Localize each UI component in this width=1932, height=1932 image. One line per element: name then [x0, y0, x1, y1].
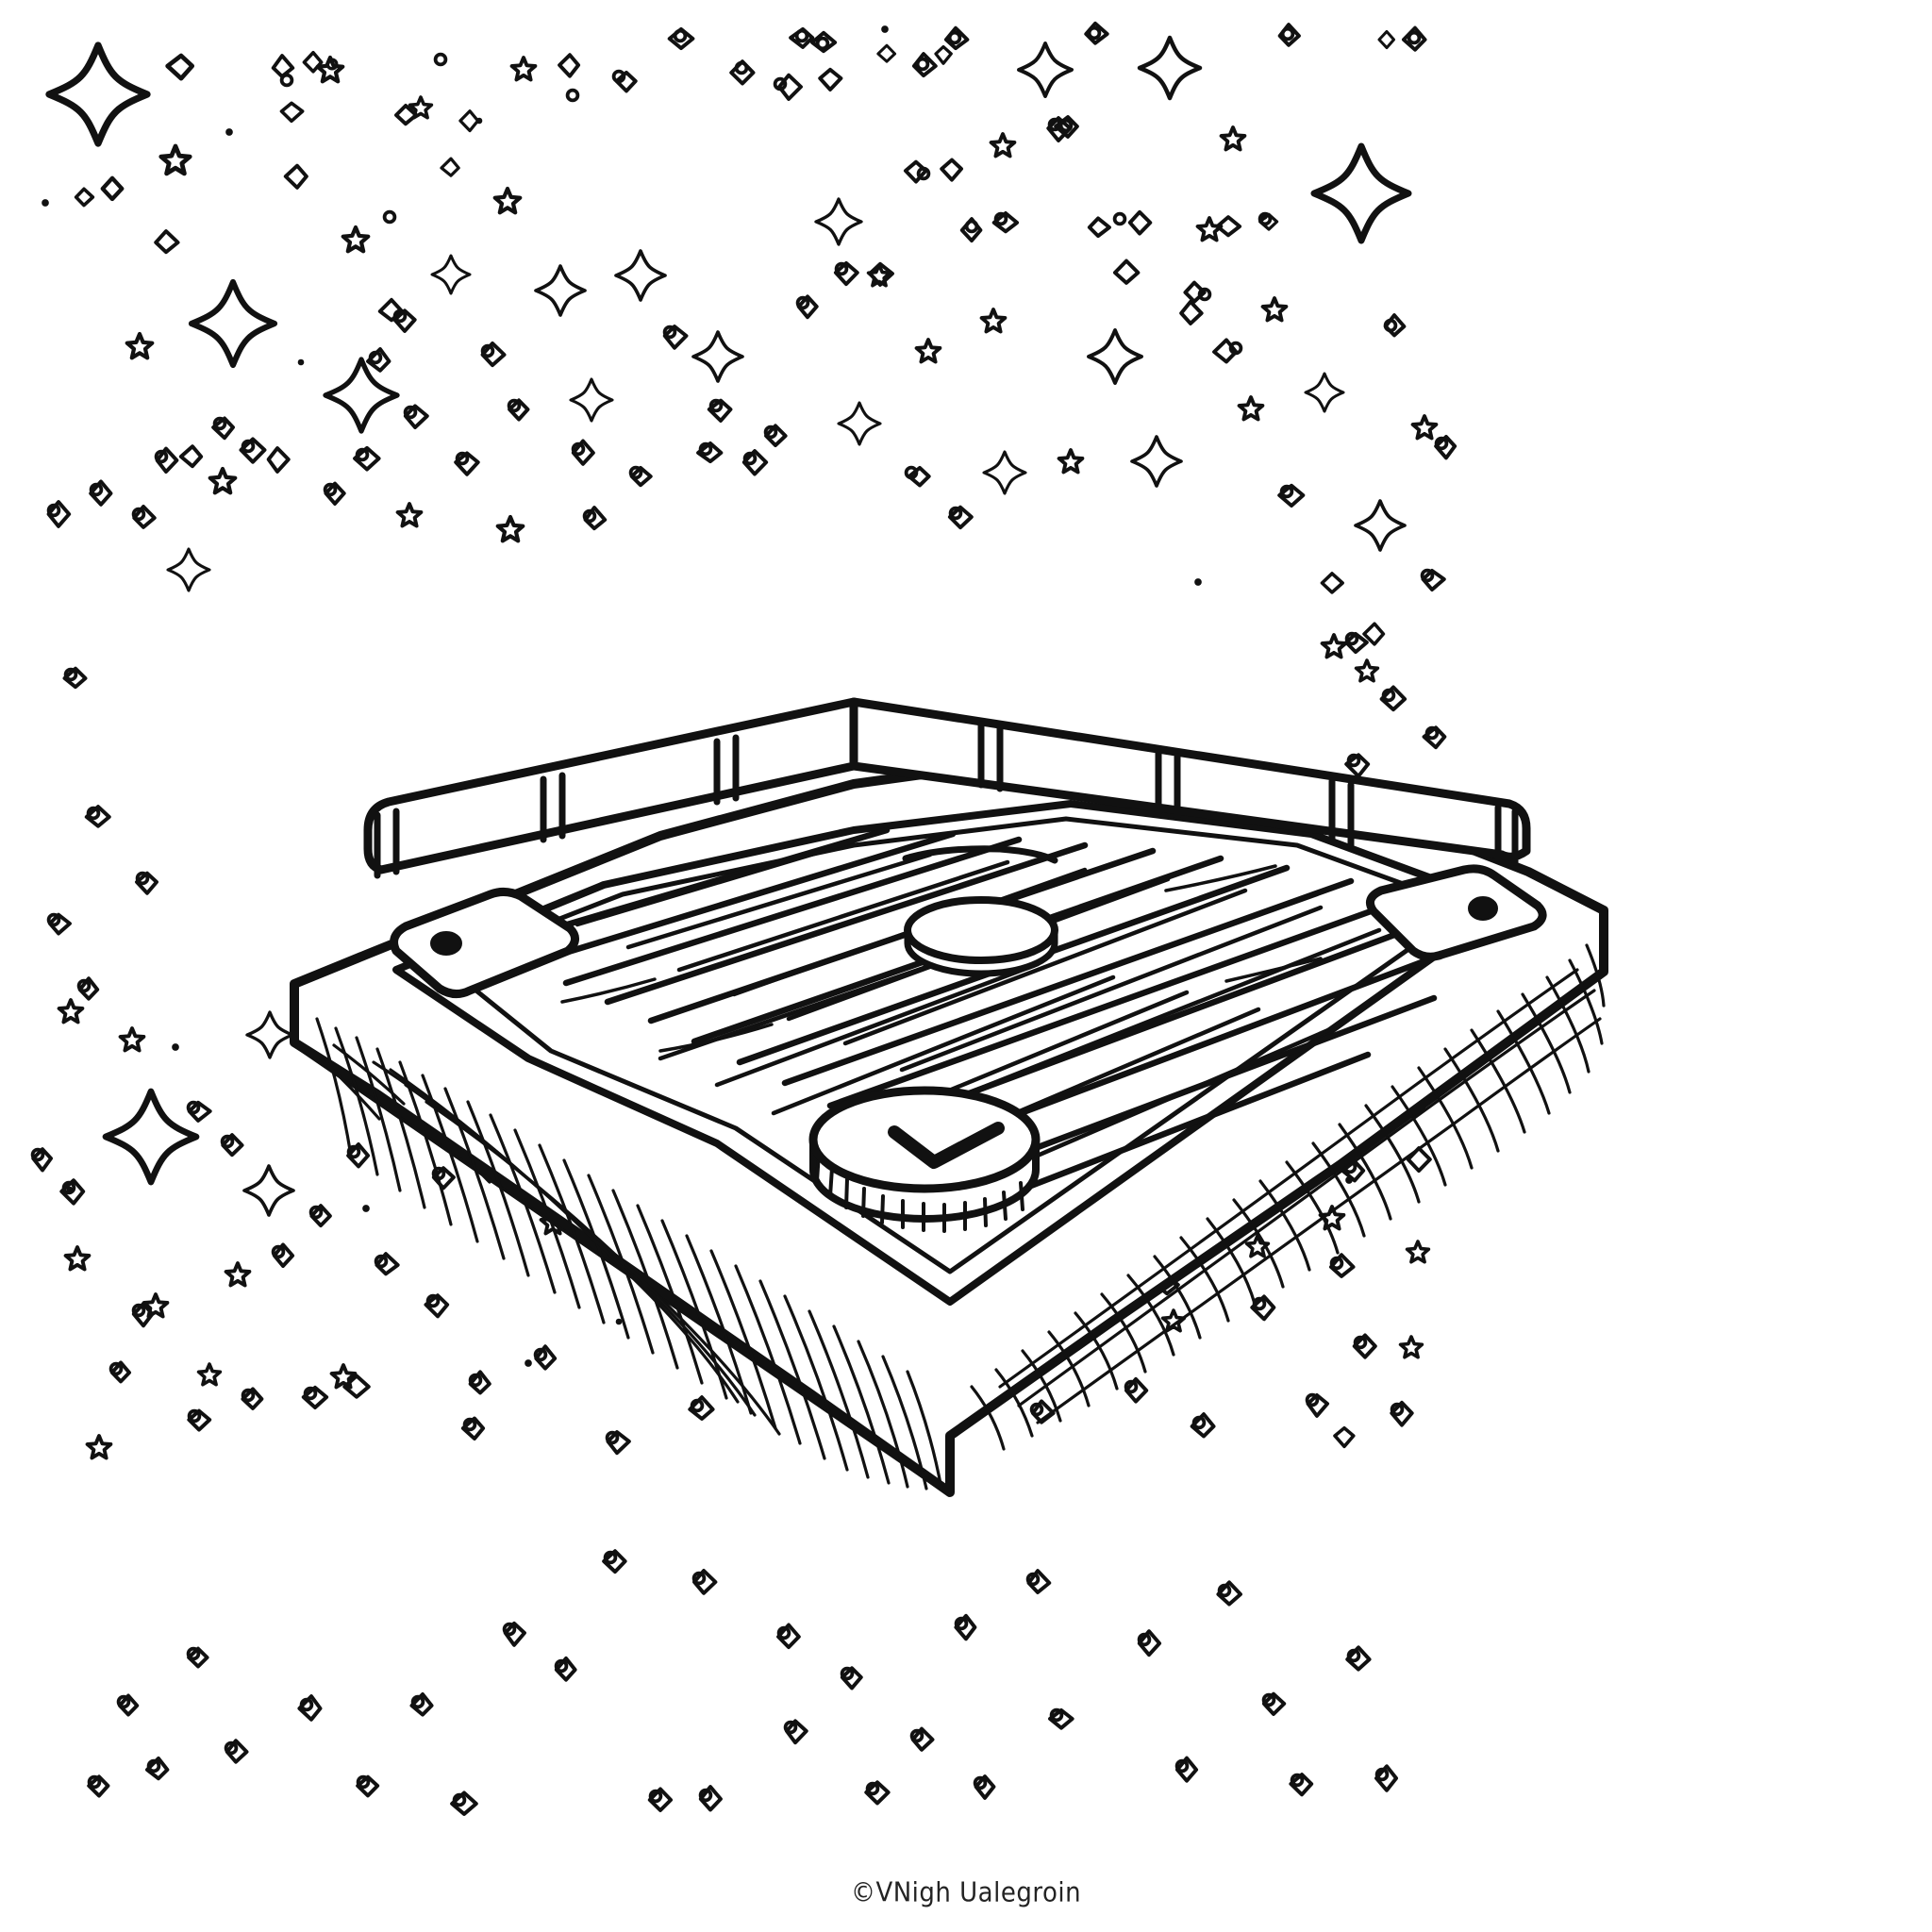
dot — [42, 199, 49, 207]
puck-foreground-top — [813, 1091, 1036, 1189]
mallet-right-knob — [1469, 897, 1497, 920]
dot — [616, 1319, 623, 1325]
dot — [1345, 1176, 1353, 1184]
dot — [525, 1359, 532, 1367]
puck-center-top — [908, 900, 1055, 960]
puck-center — [908, 900, 1055, 974]
dot — [476, 118, 483, 125]
dot — [1194, 578, 1202, 586]
dot — [172, 1043, 179, 1051]
mallet-left-knob — [431, 932, 461, 955]
dot — [362, 1205, 370, 1212]
dot — [298, 359, 305, 366]
dot — [225, 128, 233, 136]
dot — [881, 25, 889, 33]
watermark-text: ©VNigh Ualegroin — [0, 1878, 1932, 1908]
